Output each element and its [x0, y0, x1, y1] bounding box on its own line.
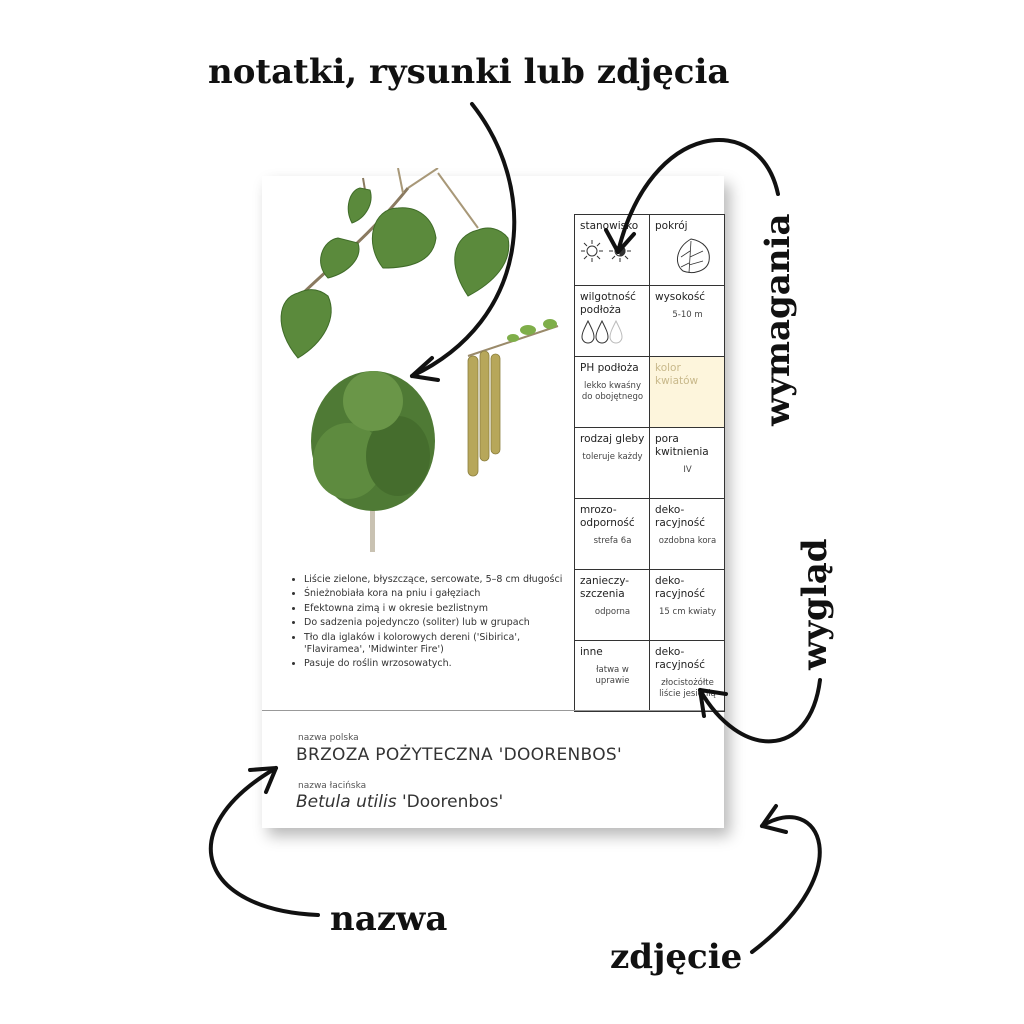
grid-cell-label: wilgotność podłoża	[580, 291, 636, 316]
latin-name-species: Betula utilis	[296, 792, 397, 812]
grid-cell: rodzaj gleby toleruje każdy	[575, 428, 650, 499]
grid-cell-value: 15 cm kwiaty	[659, 607, 716, 617]
grid-cell-label: stanowisko	[580, 220, 639, 232]
grid-cell-value: lekko kwaśny do obojętnego	[581, 381, 644, 402]
description-list: Liście zielone, błyszczące, sercowate, 5…	[290, 574, 564, 673]
annotation-appearance: wygląd	[795, 538, 835, 670]
description-item: Tło dla iglaków i kolorowych dereni ('Si…	[304, 632, 564, 657]
grid-cell-label: deko- racyjność	[655, 504, 705, 529]
grid-cell: zanieczy- szczenia odporna	[575, 570, 650, 641]
leaf-shape-icon	[676, 238, 710, 274]
grid-cell: deko- racyjność 15 cm kwiaty	[650, 570, 725, 641]
annotation-requirements: wymagania	[758, 206, 798, 427]
grid-cell-label: mrozo- odporność	[580, 504, 635, 529]
arrow-photo	[750, 815, 822, 954]
requirements-grid: stanowisko pokrój wilgotność podłoża wysoko…	[574, 214, 725, 712]
grid-cell: wilgotność podłoża	[575, 286, 650, 357]
grid-cell-label: deko- racyjność	[655, 646, 705, 671]
grid-cell-value: 5-10 m	[672, 310, 703, 320]
annotation-requirements-text: wymagania	[758, 213, 798, 427]
grid-cell-value: strefa 6a	[593, 536, 632, 546]
annotation-name: nazwa	[330, 899, 448, 939]
plant-card: stanowisko pokrój wilgotność podłoża wysoko…	[262, 168, 725, 828]
description-item: Liście zielone, błyszczące, sercowate, 5…	[304, 574, 564, 586]
grid-cell-label: kolor kwiatów	[655, 362, 699, 387]
latin-name-label: nazwa łacińska	[298, 781, 367, 791]
grid-cell: PH podłoża lekko kwaśny do obojętnego	[575, 357, 650, 428]
latin-name-cultivar: 'Doorenbos'	[396, 792, 504, 812]
water-drops-icon	[581, 319, 623, 344]
annotation-appearance-text: wygląd	[795, 538, 835, 670]
grid-cell-label: wysokość	[655, 291, 706, 303]
grid-cell: inne łatwa w uprawie	[575, 641, 650, 712]
tree-image	[311, 371, 435, 552]
description-item: Do sadzenia pojedynczo (soliter) lub w g…	[304, 617, 564, 629]
grid-cell-label: PH podłoża	[580, 362, 639, 374]
description-item: Efektowna zimą i w okresie bezlistnym	[304, 603, 564, 615]
grid-cell: deko- racyjność złocistożółte liście jesi…	[650, 641, 725, 712]
grid-cell-label: rodzaj gleby	[580, 433, 645, 445]
grid-cell: mrozo- odporność strefa 6a	[575, 499, 650, 570]
polish-name-label: nazwa polska	[298, 733, 359, 743]
grid-cell-value: łatwa w uprawie	[595, 665, 630, 686]
grid-cell: wysokość 5-10 m	[650, 286, 725, 357]
grid-cell-value: złocistożółte liście jesienią	[659, 678, 716, 699]
grid-cell-label: pora kwitnienia	[655, 433, 709, 458]
grid-cell: stanowisko	[575, 215, 650, 286]
divider	[262, 710, 724, 711]
grid-cell-value: ozdobna kora	[658, 536, 717, 546]
latin-name: Betula utilis 'Doorenbos'	[296, 792, 503, 812]
description-item: Pasuje do roślin wrzosowatych.	[304, 658, 564, 670]
grid-cell-value: IV	[683, 465, 692, 475]
grid-cell-label: inne	[580, 646, 603, 658]
grid-cell: pokrój	[650, 215, 725, 286]
polish-name: BRZOZA POŻYTECZNA 'DOORENBOS'	[296, 745, 622, 765]
grid-cell-value: odporna	[594, 607, 631, 617]
annotation-photo: zdjęcie	[610, 937, 743, 977]
grid-cell: deko- racyjność ozdobna kora	[650, 499, 725, 570]
grid-cell-value: toleruje każdy	[582, 452, 643, 462]
catkins-image	[467, 319, 559, 477]
annotation-notes: notatki, rysunki lub zdjęcia	[208, 52, 730, 92]
sun-icon	[581, 240, 631, 262]
grid-cell-label: pokrój	[655, 220, 688, 232]
description-item: Śnieżnobiała kora na pniu i gałęziach	[304, 588, 564, 600]
grid-cell: kolor kwiatów	[650, 357, 725, 428]
grid-cell-label: deko- racyjność	[655, 575, 705, 600]
grid-cell-label: zanieczy- szczenia	[580, 575, 630, 600]
